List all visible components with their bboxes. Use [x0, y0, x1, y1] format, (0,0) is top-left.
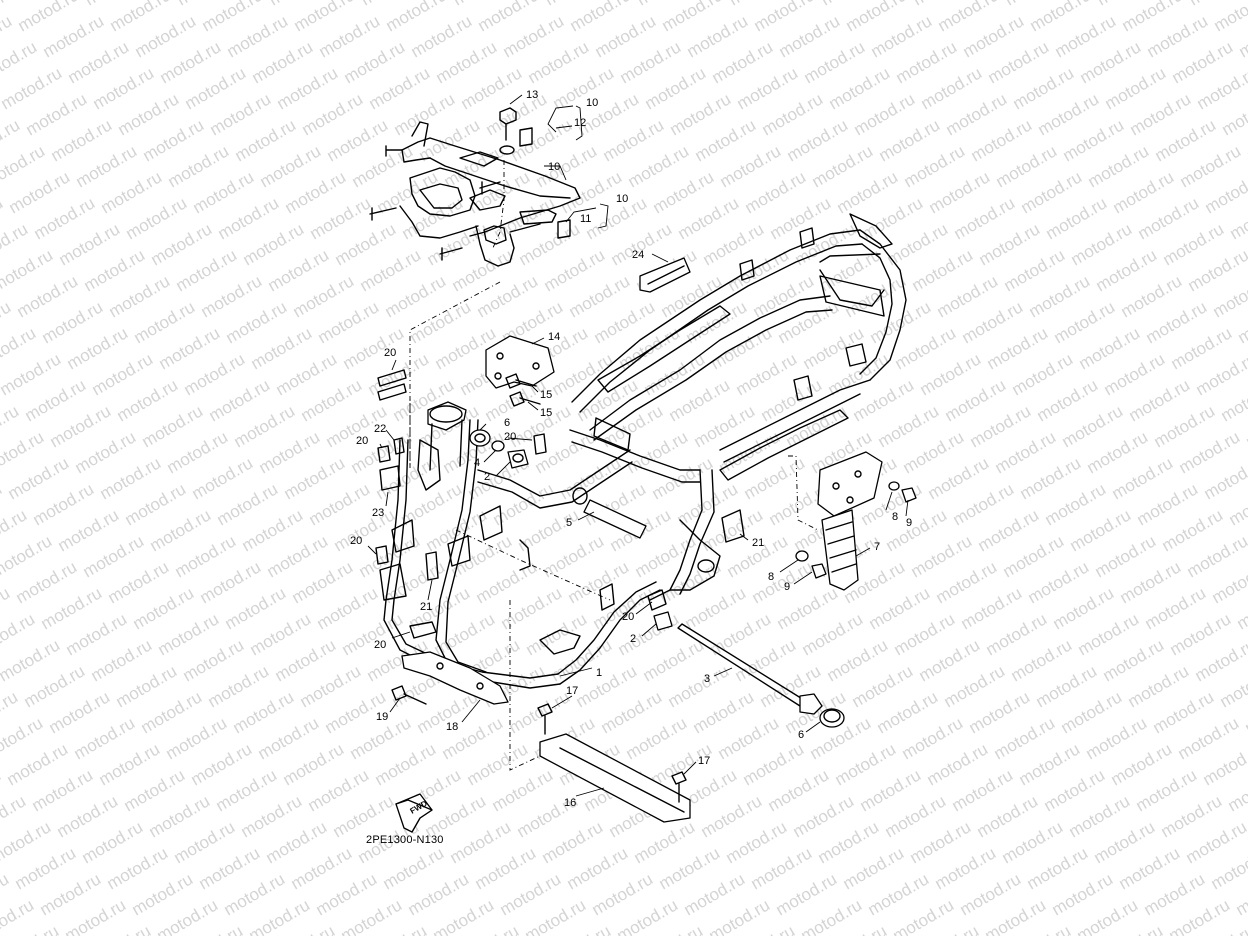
callout-10-top: 10	[586, 97, 598, 109]
cap-6-lower	[819, 708, 845, 728]
callout-10-lower: 10	[616, 193, 628, 205]
collar-2-lower	[653, 611, 673, 631]
callout-21-left: 21	[420, 601, 432, 613]
bolt-15-lower	[509, 391, 541, 407]
sticker-set	[375, 369, 745, 639]
nut-4	[491, 440, 505, 452]
callout-20-mid-left: 20	[356, 435, 368, 447]
callout-5: 5	[566, 517, 572, 529]
callout-10-mid: 10	[548, 161, 560, 173]
dash-lines	[409, 160, 819, 771]
callout-14: 14	[548, 331, 560, 343]
callout-2-lower: 2	[630, 633, 636, 645]
callout-21-right: 21	[752, 537, 764, 549]
callout-9-upper: 9	[906, 517, 912, 529]
cover-24	[639, 257, 691, 293]
callout-23: 23	[372, 507, 384, 519]
callout-15-lower: 15	[540, 407, 552, 419]
callout-17-right: 17	[698, 755, 710, 767]
main-frame-1	[379, 213, 907, 689]
bolt-8-lower	[795, 550, 809, 562]
callout-20-pivot: 20	[622, 611, 634, 623]
guard-plate-18	[401, 651, 509, 705]
callout-7: 7	[874, 541, 880, 553]
spacer-plate-12	[519, 127, 533, 147]
skid-rail-16	[539, 733, 691, 823]
engine-bracket-14	[485, 335, 555, 389]
callout-2-upper: 2	[484, 471, 490, 483]
callout-16: 16	[564, 797, 576, 809]
callout-6-upper: 6	[504, 417, 510, 429]
bolt-8-upper	[888, 481, 900, 491]
fwd-arrow-icon: FWD	[395, 793, 433, 833]
rear-bracket-7	[817, 451, 883, 591]
bolt-17-right	[671, 771, 687, 803]
callout-9-lower: 9	[784, 581, 790, 593]
nut-9-lower	[811, 563, 827, 579]
spacer-plate-11	[557, 219, 571, 239]
callout-13: 13	[526, 89, 538, 101]
callout-6-lower: 6	[798, 729, 804, 741]
callout-1: 1	[596, 667, 602, 679]
diagram-code: 2PE1300-N130	[366, 834, 444, 846]
callout-3: 3	[704, 673, 710, 685]
pipe-5	[572, 487, 647, 539]
callout-20-bottom: 20	[374, 639, 386, 651]
collar-6-upper	[469, 429, 491, 447]
bolt-19	[391, 685, 427, 705]
callout-24: 24	[632, 249, 644, 261]
collar-2-upper	[507, 449, 529, 469]
callout-11: 11	[580, 213, 591, 225]
callout-17-left: 17	[566, 685, 578, 697]
callout-20-upper: 20	[384, 347, 396, 359]
callout-8-upper: 8	[892, 511, 898, 523]
callout-8-lower: 8	[768, 571, 774, 583]
bolt-17-left	[537, 703, 553, 735]
callout-12: 12	[574, 117, 586, 129]
nut-9-upper	[901, 487, 917, 503]
callout-19: 19	[376, 711, 388, 723]
callout-4: 4	[474, 457, 480, 469]
pivot-shaft-3	[677, 623, 823, 715]
callout-labels: 13 10 12 10 10 11 24 14 20 15 15 6 22 20…	[350, 89, 912, 809]
leader-lines	[367, 94, 909, 797]
bolt-13	[499, 107, 517, 155]
callout-20-mid-right: 20	[504, 431, 516, 443]
callout-22: 22	[374, 423, 386, 435]
callout-15-upper: 15	[540, 389, 552, 401]
upper-bracket-assembly	[369, 121, 581, 267]
callout-20-lower-left: 20	[350, 535, 362, 547]
bolt-15-upper	[505, 373, 537, 389]
callout-18: 18	[446, 721, 458, 733]
